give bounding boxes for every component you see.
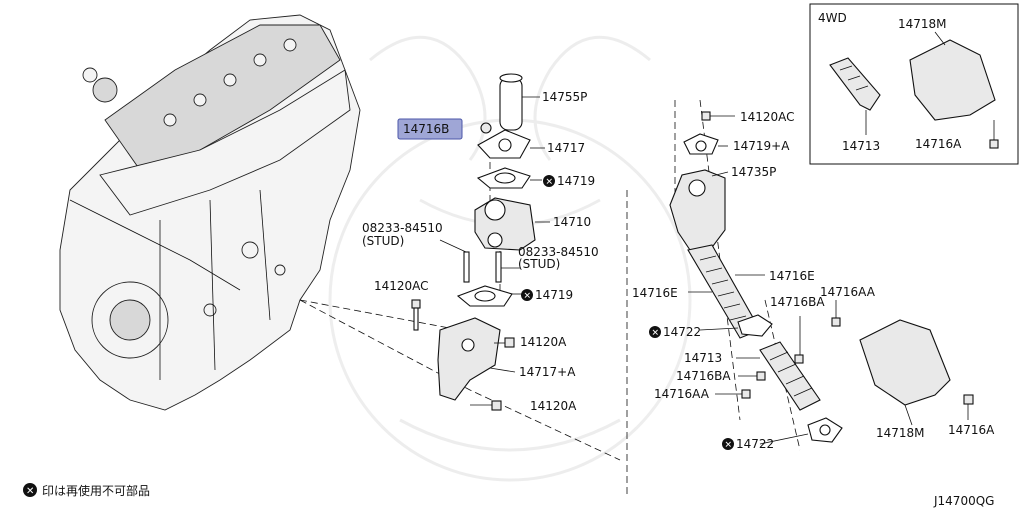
part-14717-plate[interactable] xyxy=(477,129,545,159)
label-14722-top[interactable]: 14722 xyxy=(663,325,701,339)
inset-bolt-14716A[interactable] xyxy=(989,120,999,149)
label-14717[interactable]: 14717 xyxy=(547,141,585,155)
part-14717A-bracket[interactable] xyxy=(437,317,516,401)
watermark-seal xyxy=(328,35,692,482)
stud-right[interactable] xyxy=(495,251,520,283)
no-reuse-icon xyxy=(722,438,734,450)
bolt-14120AC-left[interactable] xyxy=(411,299,421,331)
part-14735P-housing[interactable] xyxy=(669,169,729,251)
label-14716B[interactable]: 14716B xyxy=(403,122,449,136)
label-14716E-right[interactable]: 14716E xyxy=(769,269,815,283)
label-14713[interactable]: 14713 xyxy=(684,351,722,365)
label-14120AC-right[interactable]: 14120AC xyxy=(740,110,795,124)
label-14716A[interactable]: 14716A xyxy=(948,423,995,437)
highlight-14716B xyxy=(397,118,463,140)
legend: ✕ 印は再使用不可部品 xyxy=(23,483,150,498)
label-inset-14716A[interactable]: 14716A xyxy=(915,137,962,151)
part-labels: 14755P 14716B 14717 ✕ 14719 14710 08233-… xyxy=(362,11,995,451)
part-14716B-nut[interactable] xyxy=(480,122,492,134)
bolt-14120A-mid[interactable] xyxy=(494,337,515,348)
label-14120A-low[interactable]: 14120A xyxy=(530,399,577,413)
inset-4wd xyxy=(809,3,1019,165)
inset-part-14713[interactable] xyxy=(829,57,881,135)
label-inset-14718M[interactable]: 14718M xyxy=(898,17,947,31)
part-14718M-heat-shield[interactable] xyxy=(859,319,951,426)
diagram-code: J14700QG xyxy=(933,494,994,508)
label-14719-top[interactable]: 14719 xyxy=(557,174,595,188)
inset-part-14718M[interactable] xyxy=(909,31,996,121)
label-stud-right-txt: (STUD) xyxy=(518,257,560,271)
no-reuse-icon xyxy=(543,175,555,187)
label-14120AC-left[interactable]: 14120AC xyxy=(374,279,429,293)
legend-text: 印は再使用不可部品 xyxy=(42,483,150,498)
bolt-14120A-low[interactable] xyxy=(470,400,502,411)
label-14716BA-low[interactable]: 14716BA xyxy=(676,369,731,383)
stud-left[interactable] xyxy=(439,239,470,283)
inset-title: 4WD xyxy=(818,11,847,25)
part-14716E-pipe[interactable] xyxy=(687,244,765,339)
no-reuse-icon xyxy=(521,289,533,301)
label-14755P[interactable]: 14755P xyxy=(542,90,587,104)
part-14719-gasket-top[interactable] xyxy=(476,167,542,189)
label-stud-left-num[interactable]: 08233-84510 xyxy=(362,221,443,235)
label-14716AA-low[interactable]: 14716AA xyxy=(654,387,710,401)
bolts-14716BA[interactable] xyxy=(738,316,804,381)
no-reuse-icon xyxy=(23,483,37,497)
label-14716E-left[interactable]: 14716E xyxy=(632,286,678,300)
label-14722-low[interactable]: 14722 xyxy=(736,437,774,451)
no-reuse-icon xyxy=(649,326,661,338)
label-14718M[interactable]: 14718M xyxy=(876,426,925,440)
part-14719-gasket-mid[interactable] xyxy=(456,285,522,307)
label-14717A[interactable]: 14717+A xyxy=(519,365,576,379)
label-14735P[interactable]: 14735P xyxy=(731,165,776,179)
no-reuse-x: ✕ xyxy=(26,486,34,497)
part-14710-egr-valve[interactable] xyxy=(474,197,550,251)
part-14722-gasket-top[interactable] xyxy=(699,314,773,337)
label-14716AA-top[interactable]: 14716AA xyxy=(820,285,876,299)
bolt-14120AC-right[interactable] xyxy=(701,111,735,121)
no-reuse-x: ✕ xyxy=(652,329,660,339)
label-14719A[interactable]: 14719+A xyxy=(733,139,790,153)
part-14755P-pipe[interactable] xyxy=(499,73,540,131)
part-14722-gasket-low[interactable] xyxy=(759,417,843,445)
part-14713-tube[interactable] xyxy=(736,341,821,411)
part-14719A-gasket[interactable] xyxy=(683,133,728,155)
label-stud-left-txt: (STUD) xyxy=(362,234,404,248)
no-reuse-x: ✕ xyxy=(725,441,733,451)
label-14710[interactable]: 14710 xyxy=(553,215,591,229)
label-14120A-mid[interactable]: 14120A xyxy=(520,335,567,349)
engine-block xyxy=(59,14,361,411)
bolt-14716A[interactable] xyxy=(963,394,974,420)
no-reuse-x: ✕ xyxy=(524,292,532,302)
label-stud-right-num[interactable]: 08233-84510 xyxy=(518,245,599,259)
no-reuse-x: ✕ xyxy=(546,178,554,188)
label-inset-14713[interactable]: 14713 xyxy=(842,139,880,153)
label-14716BA-top[interactable]: 14716BA xyxy=(770,295,825,309)
bolts-14716AA[interactable] xyxy=(715,300,841,399)
label-14719-mid[interactable]: 14719 xyxy=(535,288,573,302)
